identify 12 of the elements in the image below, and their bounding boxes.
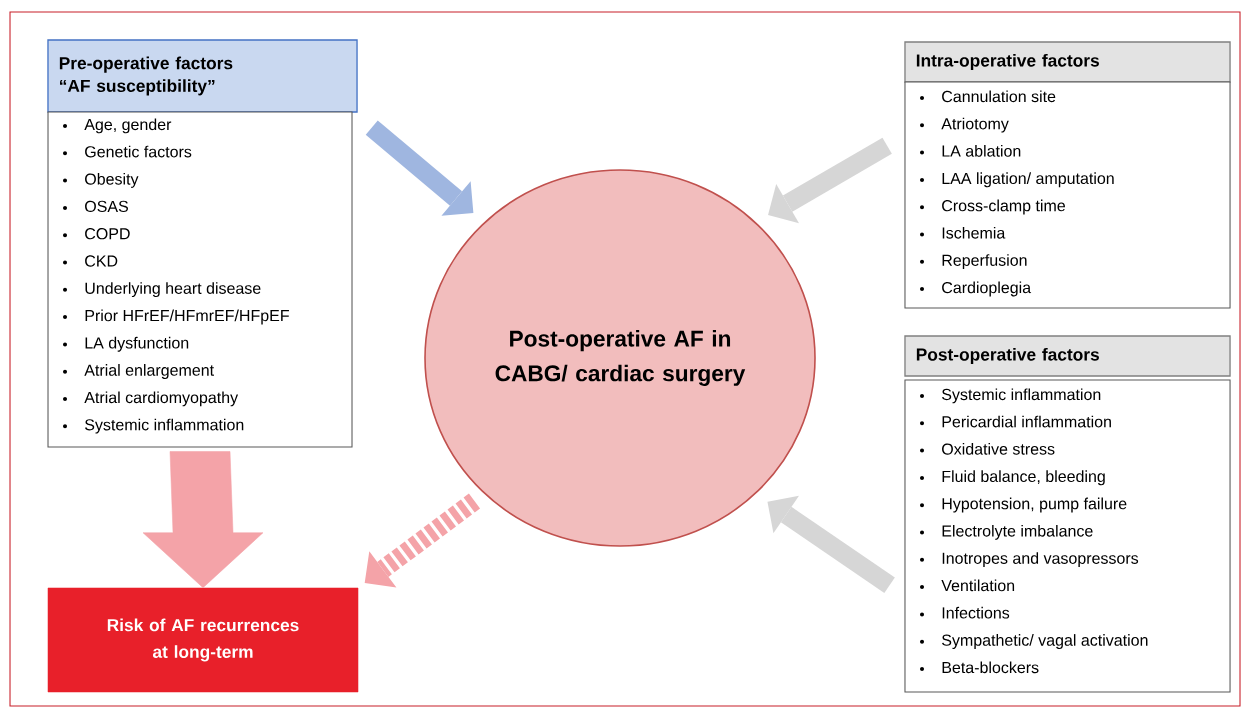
- block-arrow: [767, 495, 895, 593]
- alert-box: Risk of AF recurrences at long-term: [47, 587, 359, 693]
- block-arrow: [364, 493, 481, 588]
- header-box: Intra-operative factors: [904, 41, 1231, 83]
- header-box: Post-operative factors: [904, 335, 1231, 377]
- block-arrow: [142, 451, 264, 588]
- bullet-list-box: Systemic inflammation Pericardial inflammation Oxidative stress Fluid balance, bleeding Hypotension, pump failure Electrolyte imbalance Inotropes and vasopressors Ventilation Infections Sympathetic/ vagal activation Beta-blockers: [904, 379, 1231, 693]
- bullet-list-box: Age, gender Genetic factors Obesity OSAS COPD CKD Underlying heart disease Prior HFrEF/HFmrEF/HFpEF LA dysfunction Atrial enlargement Atrial cardiomyopathy Systemic inflammation: [47, 111, 353, 448]
- bullet-list-box: Cannulation site Atriotomy LA ablation LAA ligation/ amputation Cross-clamp time Ischemia Reperfusion Cardioplegia: [904, 81, 1231, 309]
- block-arrow: [768, 137, 892, 224]
- header-box: Pre-operative factors “AF susceptibility”: [47, 39, 358, 113]
- block-arrow: [365, 120, 474, 216]
